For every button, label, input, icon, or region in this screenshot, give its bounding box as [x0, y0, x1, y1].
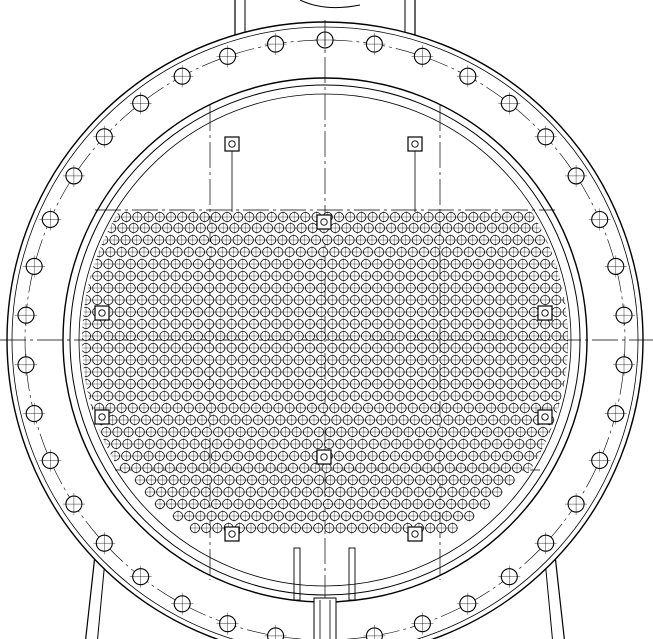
tie-rod-hole [320, 453, 328, 461]
tie-rod-square [537, 409, 553, 425]
top-nozzle-break-line [299, 0, 361, 9]
bolt-hole-group [15, 29, 635, 639]
tie-rod-square [316, 449, 332, 465]
pass-partition-right [348, 547, 356, 601]
bottom-nozzle-inner-line [97, 559, 106, 639]
pass-partition-group [293, 547, 356, 639]
tie-rod-square [224, 136, 240, 152]
tie-rod-hole [320, 218, 328, 226]
tie-rod-hole [411, 530, 419, 538]
tie-rod-group [94, 136, 553, 542]
tie-rod-square [407, 526, 423, 542]
tie-rod-hole [228, 140, 236, 148]
pass-partition-left [293, 547, 301, 601]
tie-rod-hole [541, 413, 549, 421]
drain-nozzle [313, 597, 337, 639]
tie-rod-square [407, 136, 423, 152]
tie-rod-square [316, 214, 332, 230]
bottom-nozzle-inner-line [544, 559, 553, 639]
tie-rod-square [537, 305, 553, 321]
tie-rod-hole [541, 309, 549, 317]
tie-rod-hole [228, 530, 236, 538]
tie-rod-square [94, 305, 110, 321]
tie-rod-hole [411, 140, 419, 148]
tie-rod-hole [98, 413, 106, 421]
tie-rod-square [94, 409, 110, 425]
tie-rod-hole [98, 309, 106, 317]
tube-hole-group [82, 211, 568, 534]
tie-rod-square [224, 526, 240, 542]
